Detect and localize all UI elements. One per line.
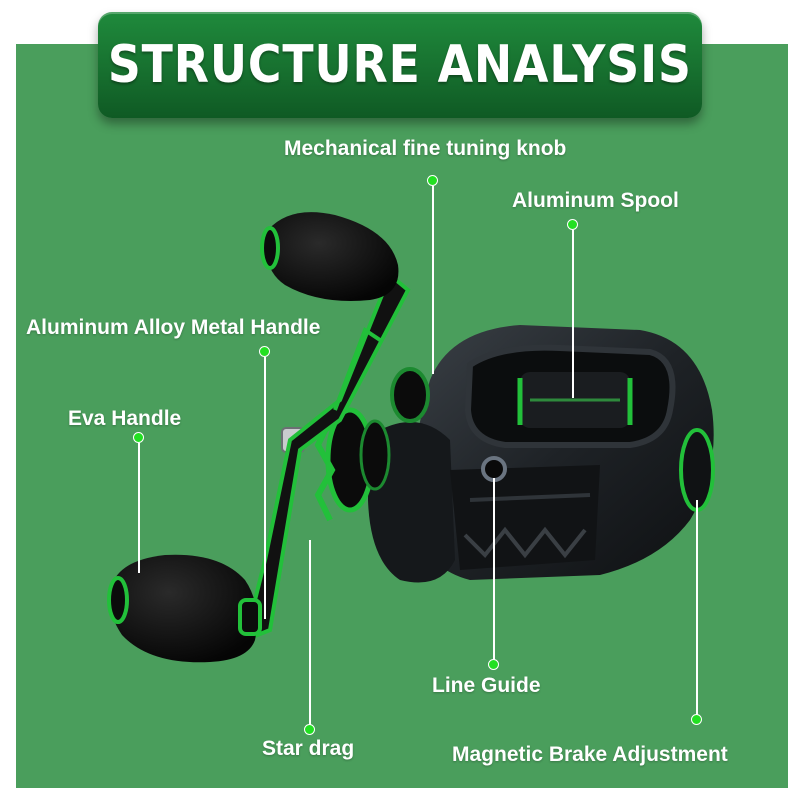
leader-line-metal-handle [264, 357, 266, 619]
label-fine-tuning-knob: Mechanical fine tuning knob [284, 137, 567, 160]
leader-line-brake [696, 500, 698, 715]
label-magnetic-brake: Magnetic Brake Adjustment [452, 743, 728, 766]
magnetic-brake-dial [679, 428, 715, 512]
leader-line-knob [432, 186, 434, 374]
callout-dot-line-guide [488, 659, 499, 670]
callout-dot-spool [567, 219, 578, 230]
callout-dot-metal-handle [259, 346, 270, 357]
line-guide-eye [481, 456, 507, 482]
label-eva-handle: Eva Handle [68, 407, 182, 430]
page-title: STRUCTURE ANALYSIS [107, 35, 693, 95]
title-banner: STRUCTURE ANALYSIS [98, 12, 702, 118]
leader-line-star-drag [309, 540, 311, 725]
callout-dot-eva-handle [133, 432, 144, 443]
eva-knob-top [266, 212, 399, 301]
callout-dot-knob [427, 175, 438, 186]
label-aluminum-spool: Aluminum Spool [512, 189, 679, 212]
callout-dot-brake [691, 714, 702, 725]
leader-line-eva-handle [138, 443, 140, 573]
leader-line-line-guide [493, 478, 495, 660]
front-grille [450, 465, 600, 570]
callout-dot-star-drag [304, 724, 315, 735]
label-metal-handle: Aluminum Alloy Metal Handle [26, 316, 321, 339]
label-line-guide: Line Guide [432, 674, 541, 697]
label-star-drag: Star drag [262, 737, 355, 760]
eva-knob-bottom [109, 554, 258, 663]
leader-line-spool [572, 230, 574, 398]
fine-tuning-knob [390, 367, 430, 423]
